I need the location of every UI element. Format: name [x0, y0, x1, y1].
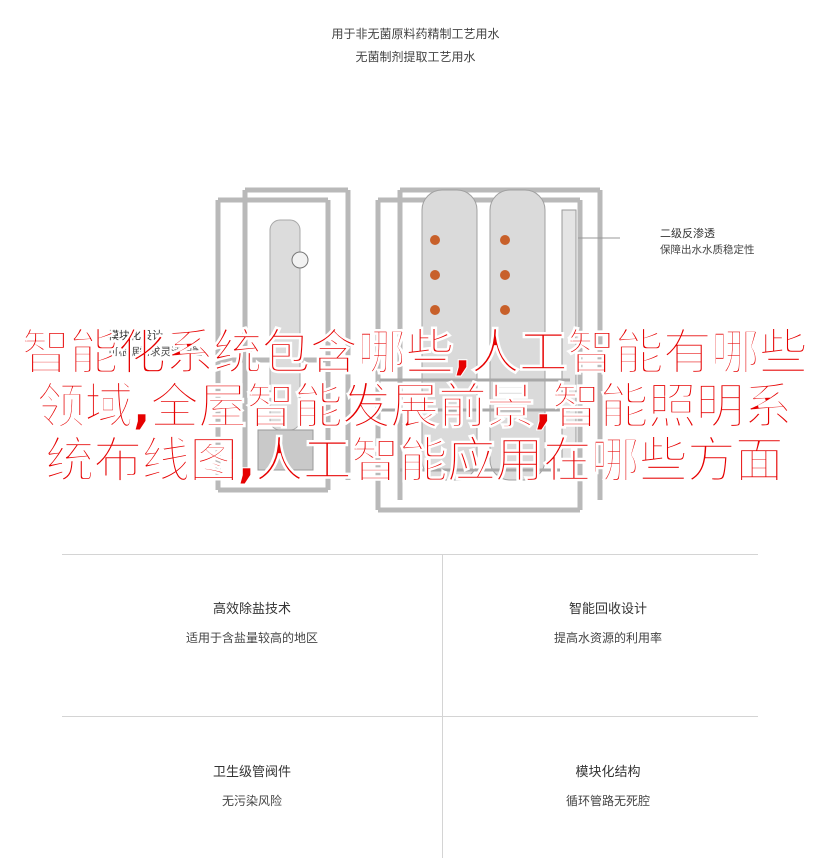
feature-title: 智能回收设计 — [568, 602, 647, 617]
callout-right-subtitle: 保障出水水质稳定性 — [660, 243, 755, 256]
top-caption-line-2: 无菌制剂提取工艺用水 — [355, 50, 476, 64]
feature-cell: 模块化结构 循环管路无死腔 — [478, 761, 738, 809]
left-skid-frame — [215, 187, 351, 493]
feature-desc: 循环管路无死腔 — [565, 794, 650, 808]
callout-right-title: 二级反渗透 — [660, 227, 715, 240]
divider-middle — [62, 716, 758, 717]
right-skid-frame — [375, 187, 603, 513]
feature-title: 卫生级管阀件 — [212, 765, 291, 780]
feature-desc: 提高水资源的利用率 — [553, 631, 662, 645]
feature-cell: 卫生级管阀件 无污染风险 — [122, 761, 382, 809]
piping — [380, 378, 570, 472]
headline-overlay: 智能化系统包含哪些,人工智能有哪些领域,全屋智能发展前景,智能照明系统布线图,人… — [21, 324, 809, 489]
feature-title: 模块化结构 — [575, 765, 641, 780]
feature-title: 高效除盐技术 — [212, 602, 291, 617]
membrane-column — [561, 209, 577, 461]
callout-left-subtitle: 可根据需求灵活配置 — [108, 345, 203, 358]
feature-cell: 智能回收设计 提高水资源的利用率 — [478, 598, 738, 646]
feature-cell: 高效除盐技术 适用于含盐量较高的地区 — [122, 598, 382, 646]
divider-top — [62, 554, 758, 555]
tank-left — [421, 189, 478, 481]
tank-right — [489, 189, 546, 481]
callout-right: 二级反渗透 保障出水水质稳定性 — [660, 226, 755, 258]
left-filter-column — [257, 219, 314, 471]
callout-left-title: 模块化设计 — [108, 329, 163, 342]
divider-vertical — [442, 554, 443, 858]
water-treatment-equipment-illustration — [215, 187, 620, 513]
feature-desc: 无污染风险 — [221, 794, 282, 808]
top-caption-line-1: 用于非无菌原料药精制工艺用水 — [331, 27, 500, 41]
callout-left: 模块化设计 可根据需求灵活配置 — [108, 328, 203, 360]
feature-desc: 适用于含盐量较高的地区 — [185, 631, 318, 645]
